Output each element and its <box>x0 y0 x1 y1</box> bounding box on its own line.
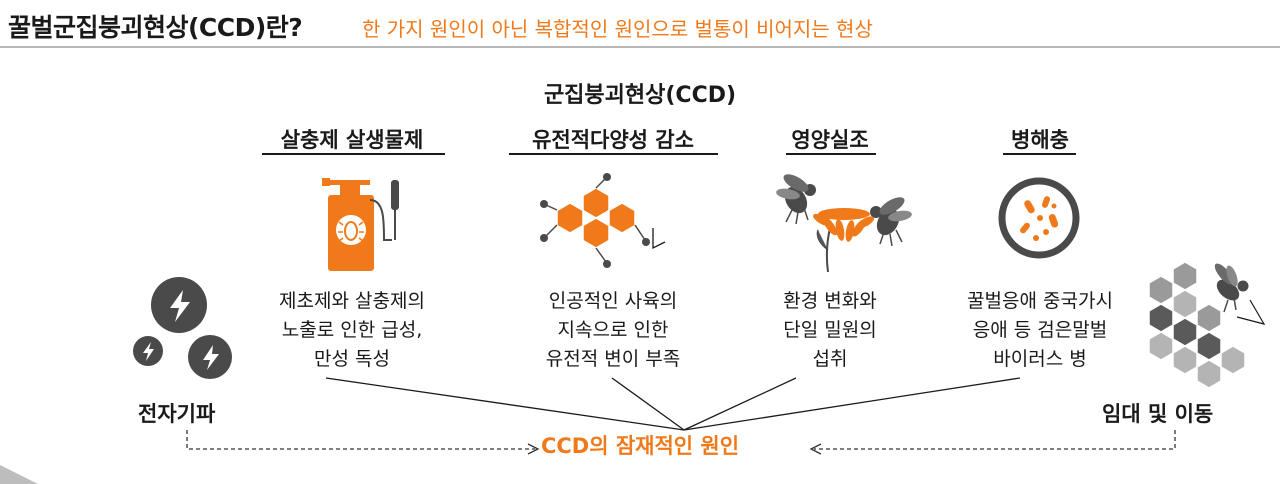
flower-icon <box>813 208 875 273</box>
category-genetic-underline <box>509 153 718 155</box>
bee-icon <box>870 197 912 247</box>
lightning-icon <box>151 277 207 333</box>
title-divider <box>0 46 1280 48</box>
arrow-right-icon <box>527 443 540 455</box>
category-genetic-desc: 인공적인 사육의 지속으로 인한 유전적 변이 부족 <box>488 287 738 374</box>
category-nutrition-underline <box>786 153 876 155</box>
category-nutrition-label: 영양실조 <box>791 128 869 152</box>
desc-line: 만성 독성 <box>314 348 390 370</box>
category-pest-desc: 꿀벌응애 중국가시 응애 등 검은말벌 바이러스 병 <box>930 287 1150 374</box>
spray-can-icon <box>322 178 399 271</box>
desc-line: 유전적 변이 부족 <box>545 348 681 370</box>
desc-line: 노출로 인한 급성, <box>281 319 423 341</box>
ccd-causes-label: CCD의 잠재적인 원인 <box>540 434 740 458</box>
desc-line: 바이러스 병 <box>993 348 1087 370</box>
desc-line: 응애 등 검은말벌 <box>972 319 1108 341</box>
category-genetic-label: 유전적다양성 감소 <box>532 128 694 152</box>
desc-line: 단일 밀원의 <box>783 319 877 341</box>
arrow-left-icon <box>809 443 822 455</box>
honeycomb-icon <box>1148 261 1246 389</box>
right-factor-label: 임대 및 이동 <box>1102 402 1214 426</box>
category-pesticide-label: 살충제 살생물제 <box>280 128 424 152</box>
page-subtitle: 한 가지 원인이 아닌 복합적인 원인으로 벌통이 비어지는 현상 <box>362 17 873 41</box>
desc-line: 섭취 <box>812 348 848 370</box>
lightning-icon <box>188 335 232 379</box>
left-factor-label: 전자기파 <box>138 402 216 426</box>
petri-dish-icon <box>998 177 1080 259</box>
desc-line: 제초제와 살충제의 <box>279 290 425 312</box>
corner-decoration <box>0 465 38 484</box>
category-pest-underline <box>1003 153 1076 155</box>
desc-line: 인공적인 사육의 <box>548 290 678 312</box>
diagram-title: 군집붕괴현상(CCD) <box>543 83 737 108</box>
bee-icon <box>776 174 816 225</box>
category-pest-label: 병해충 <box>1011 128 1069 152</box>
category-pesticide-desc: 제초제와 살충제의 노출로 인한 급성, 만성 독성 <box>232 287 472 374</box>
desc-line: 꿀벌응애 중국가시 <box>967 290 1113 312</box>
desc-line: 환경 변화와 <box>783 290 877 312</box>
category-pesticide-underline <box>262 153 445 155</box>
bee-icon <box>1214 263 1266 325</box>
page-title: 꿀벌군집붕괴현상(CCD)란? <box>8 13 303 42</box>
dashed-arrows <box>186 430 1176 450</box>
connector-lines <box>325 377 1021 431</box>
desc-line: 지속으로 인한 <box>557 319 669 341</box>
lightning-icon <box>133 336 163 366</box>
molecule-icon <box>540 173 666 268</box>
bee-flower-icon <box>776 174 912 273</box>
category-nutrition-desc: 환경 변화와 단일 밀원의 섭취 <box>750 287 910 374</box>
